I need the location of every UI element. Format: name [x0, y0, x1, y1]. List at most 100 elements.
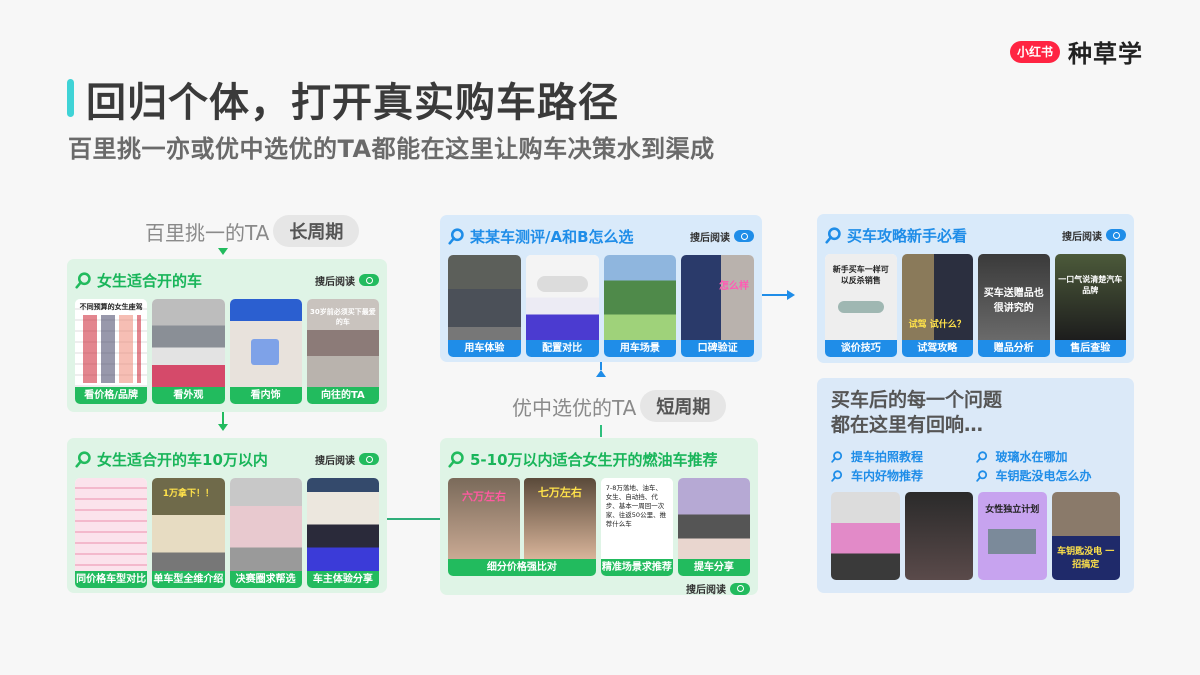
card-note-text: 7-8万落地、油车、女生、自动挡、代步、基本一周回一次家、往返50公里、推荐什么…	[605, 484, 667, 528]
qa-search-link[interactable]: 提车拍照教程	[831, 448, 976, 465]
card-overlay-text: 新手买车一样可以反杀销售	[832, 265, 889, 285]
search-panel-women-cars[interactable]: 女生适合开的车 搜后阅读 不同预算的女生座驾 看价格/品牌 看外观 看内饰	[67, 259, 387, 412]
qa-link-label: 提车拍照教程	[851, 450, 924, 464]
card-overlay-text: 不同预算的女生座驾	[79, 303, 143, 311]
search-icon	[448, 450, 464, 468]
read-tag-label: 搜后阅读	[690, 232, 730, 244]
segment-short-text: 优中选优的TA	[512, 395, 637, 420]
search-icon	[448, 227, 464, 245]
card-overlay-text: 买车送赠品也很讲究的	[983, 288, 1044, 314]
note-card[interactable]: 1万拿下！！ 单车型全维介绍	[152, 478, 225, 588]
qa-search-link[interactable]: 车钥匙没电怎么办	[975, 467, 1121, 484]
qa-title-line1: 买车后的每一个问题	[831, 389, 1003, 411]
brand-logo: 小红书 种草学	[1010, 34, 1143, 69]
card-caption: 同价格车型对比	[75, 571, 148, 588]
segment-short-cycle-pill: 短周期	[640, 390, 727, 422]
after-purchase-qa-box: 买车后的每一个问题 都在这里有回响… 提车拍照教程 玻璃水在哪加 车内好物推荐 …	[817, 378, 1134, 593]
note-card[interactable]: 同价格车型对比	[75, 478, 148, 588]
card-overlay-text: 一口气说清楚汽车品牌	[1058, 275, 1123, 295]
title-accent-bar	[67, 79, 74, 117]
connector-line	[600, 362, 602, 370]
qa-search-link[interactable]: 车内好物推荐	[831, 467, 976, 484]
note-card[interactable]: 看内饰	[229, 299, 302, 404]
arrow-up-icon	[596, 370, 606, 377]
note-card[interactable]: 新手买车一样可以反杀销售 谈价技巧	[825, 254, 897, 357]
read-after-search-tag: 搜后阅读	[690, 229, 754, 244]
read-tag-label: 搜后阅读	[315, 455, 355, 467]
note-card[interactable]: 试驾 试什么？ 试驾攻略	[901, 254, 973, 357]
qa-note-card[interactable]	[831, 492, 900, 580]
qa-link-label: 车钥匙没电怎么办	[995, 469, 1092, 483]
card-caption: 试驾攻略	[901, 340, 973, 357]
card-caption: 看内饰	[229, 387, 302, 404]
search-panel-fuel-car-recommend[interactable]: 5-10万以内适合女生开的燃油车推荐 六万左右 七万左右 细分价格强比对 7-8…	[440, 438, 758, 596]
card-overlay-text: 30岁前必须买下最爱的车	[310, 308, 376, 326]
read-tag-label: 搜后阅读	[315, 276, 355, 288]
qa-link-label: 玻璃水在哪加	[995, 450, 1068, 464]
search-icon	[825, 226, 841, 244]
segment-long-label: 百里挑一的TA 长周期	[145, 215, 360, 247]
note-card[interactable]: 车主体验分享	[306, 478, 379, 588]
card-caption: 向往的TA	[306, 387, 379, 404]
card-overlay-text: 车钥匙没电 一招搞定	[1057, 547, 1115, 570]
note-card[interactable]: 一口气说清楚汽车品牌 售后查验	[1054, 254, 1126, 357]
eye-icon	[359, 453, 379, 465]
card-caption: 用车体验	[448, 340, 521, 357]
card-caption: 谈价技巧	[825, 340, 897, 357]
segment-short-label: 优中选优的TA 短周期	[512, 390, 727, 422]
arrow-right-icon	[787, 290, 795, 300]
card-caption: 售后查验	[1054, 340, 1126, 357]
page-subtitle: 百里挑一亦或优中选优的TA都能在这里让购车决策水到渠成	[68, 135, 715, 163]
page-title: 回归个体，打开真实购车路径	[86, 80, 619, 126]
read-tag-label: 搜后阅读	[1062, 231, 1102, 243]
qa-note-card[interactable]: 车钥匙没电 一招搞定	[1051, 492, 1120, 580]
segment-long-cycle-pill: 长周期	[273, 215, 360, 247]
note-card[interactable]: 用车场景	[603, 255, 677, 357]
note-card[interactable]: 30岁前必须买下最爱的车 向往的TA	[306, 299, 379, 404]
search-icon	[831, 469, 843, 482]
card-overlay-text: 怎么样	[718, 281, 749, 292]
note-card[interactable]: 提车分享	[677, 478, 750, 576]
card-caption: 口碑验证	[681, 340, 754, 357]
note-card[interactable]: 买车送赠品也很讲究的 赠品分析	[978, 254, 1050, 357]
note-card[interactable]: 7-8万落地、油车、女生、自动挡、代步、基本一周回一次家、往返50公里、推荐什么…	[600, 478, 673, 576]
eye-icon	[730, 582, 750, 595]
note-card[interactable]: 不同预算的女生座驾 看价格/品牌	[75, 299, 148, 404]
qa-search-link[interactable]: 玻璃水在哪加	[975, 448, 1121, 465]
card-overlay-text: 七万左右	[537, 486, 582, 499]
connector-line	[762, 294, 788, 296]
card-caption: 看价格/品牌	[75, 387, 148, 404]
qa-note-card[interactable]	[904, 492, 973, 580]
card-caption: 用车场景	[603, 340, 677, 357]
search-panel-buying-guide[interactable]: 买车攻略新手必看 搜后阅读 新手买车一样可以反杀销售 谈价技巧 试驾 试什么？ …	[817, 214, 1134, 363]
qa-note-card[interactable]: 女性独立计划	[978, 492, 1047, 580]
note-card[interactable]: 怎么样 口碑验证	[681, 255, 754, 357]
search-panel-car-review[interactable]: 某某车测评/A和B怎么选 搜后阅读 用车体验 配置对比 用车场景 怎么样 口碑验…	[440, 215, 762, 362]
card-caption: 看外观	[152, 387, 225, 404]
card-caption: 赠品分析	[978, 340, 1050, 357]
card-caption: 车主体验分享	[306, 571, 379, 588]
note-card[interactable]: 用车体验	[448, 255, 521, 357]
note-card[interactable]: 配置对比	[525, 255, 599, 357]
search-query: 女生适合开的车10万以内	[97, 450, 268, 469]
qa-link-label: 车内好物推荐	[851, 469, 924, 483]
qa-title-line2: 都在这里有回响…	[831, 414, 984, 436]
search-panel-women-cars-under-100k[interactable]: 女生适合开的车10万以内 搜后阅读 同价格车型对比 1万拿下！！ 单车型全维介绍…	[67, 438, 387, 593]
note-card[interactable]: 决赛圈求帮选	[229, 478, 302, 588]
eye-icon	[359, 274, 379, 286]
arrow-down-icon	[218, 424, 228, 431]
note-card[interactable]: 看外观	[152, 299, 225, 404]
connector-line	[386, 518, 440, 520]
connector-line	[600, 425, 602, 437]
read-after-search-tag: 搜后阅读	[1062, 228, 1126, 243]
search-query: 买车攻略新手必看	[847, 226, 968, 245]
card-caption: 配置对比	[525, 340, 599, 357]
segment-long-text: 百里挑一的TA	[145, 220, 270, 245]
search-icon	[975, 450, 987, 463]
eye-icon	[734, 230, 754, 242]
card-caption: 精准场景求推荐	[600, 559, 673, 576]
card-caption: 决赛圈求帮选	[229, 571, 302, 588]
note-card-wide[interactable]: 六万左右 七万左右 细分价格强比对	[448, 478, 596, 576]
connector-line	[222, 412, 224, 424]
search-icon	[75, 450, 91, 468]
